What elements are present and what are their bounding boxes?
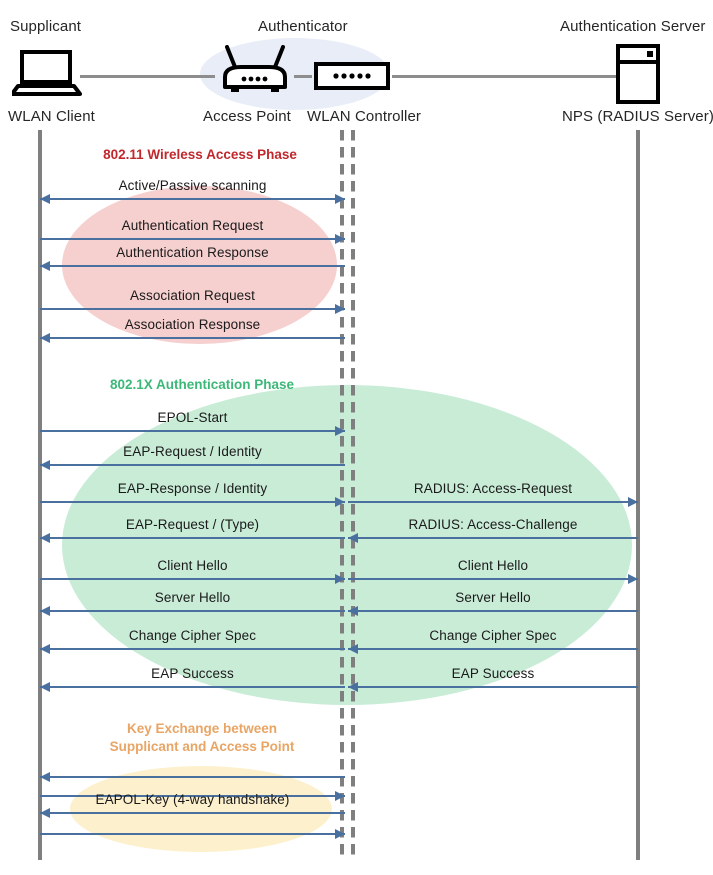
message-line: [40, 776, 345, 778]
message-line: [40, 686, 345, 688]
lifeline-authenticator-b: [351, 130, 355, 860]
message-label-right-1: RADIUS: Access-Challenge: [408, 517, 578, 532]
arrowhead-left: [348, 606, 358, 616]
message-label-left-10: Server Hello: [154, 590, 231, 605]
arrowhead-left: [348, 533, 358, 543]
message-label-right-4: Change Cipher Spec: [429, 628, 557, 643]
message-line: [348, 648, 638, 650]
message-label-left-7: EAP-Response / Identity: [117, 481, 268, 496]
message-line: [40, 238, 345, 240]
message-line: [348, 686, 638, 688]
arrowhead-left: [40, 333, 50, 343]
message-line: [40, 833, 345, 835]
message-line: [348, 501, 638, 503]
message-line: [348, 610, 638, 612]
phase-ellipse-8021x: [62, 385, 632, 705]
message-line: [40, 464, 345, 466]
wlan-controller-icon: [314, 62, 390, 95]
arrowhead-left: [40, 533, 50, 543]
message-label-right-0: RADIUS: Access-Request: [413, 481, 573, 496]
message-label-left-15: EAPOL-Key (4-way handshake): [95, 792, 290, 807]
message-label-left-11: Change Cipher Spec: [128, 628, 257, 643]
message-line: [40, 501, 345, 503]
phase-ellipse-key-exchange: [70, 766, 332, 852]
message-label-left-3: Association Request: [130, 288, 255, 303]
message-label-left-4: Association Response: [124, 317, 261, 332]
message-line: [40, 198, 345, 200]
node-label-access-point: Access Point: [203, 108, 291, 125]
role-label-supplicant: Supplicant: [10, 18, 82, 35]
arrowhead-right: [335, 194, 345, 204]
wire-ap-to-controller: [294, 75, 312, 78]
arrowhead-right: [628, 497, 638, 507]
node-label-nps: NPS (RADIUS Server): [562, 108, 713, 125]
phase-title-80211: 802.11 Wireless Access Phase: [103, 147, 297, 162]
arrowhead-left: [40, 682, 50, 692]
arrowhead-right: [335, 791, 345, 801]
node-label-wlan-controller: WLAN Controller: [307, 108, 422, 125]
message-label-left-12: EAP Success: [151, 666, 234, 681]
access-point-icon: [215, 45, 295, 102]
arrowhead-left: [348, 682, 358, 692]
arrowhead-left: [348, 644, 358, 654]
wire-controller-to-server: [392, 75, 617, 78]
node-label-wlan-client: WLAN Client: [8, 108, 95, 125]
message-label-right-2: Client Hello: [457, 558, 529, 573]
message-label-left-2: Authentication Response: [116, 245, 269, 260]
message-line: [40, 537, 345, 539]
arrowhead-left: [40, 194, 50, 204]
arrowhead-left: [40, 808, 50, 818]
message-label-right-5: EAP Success: [451, 666, 535, 681]
arrowhead-right: [335, 829, 345, 839]
role-label-authenticator: Authenticator: [258, 18, 348, 35]
lifeline-authenticator-a: [340, 130, 344, 860]
server-icon: [616, 44, 660, 109]
arrowhead-left: [40, 644, 50, 654]
arrowhead-left: [40, 772, 50, 782]
message-line: [40, 578, 345, 580]
message-label-right-3: Server Hello: [455, 590, 531, 605]
arrowhead-right: [335, 497, 345, 507]
arrowhead-right: [335, 304, 345, 314]
message-label-left-0: Active/Passive scanning: [118, 178, 267, 193]
arrowhead-left: [40, 606, 50, 616]
arrowhead-right: [335, 426, 345, 436]
message-label-left-8: EAP-Request / (Type): [125, 517, 260, 532]
role-label-authentication-server: Authentication Server: [560, 18, 706, 35]
message-line: [40, 795, 345, 797]
lifeline-supplicant: [38, 130, 42, 860]
laptop-icon: [10, 50, 82, 101]
message-line: [40, 308, 345, 310]
arrowhead-right: [335, 574, 345, 584]
message-line: [348, 537, 638, 539]
arrowhead-left: [40, 460, 50, 470]
wire-client-to-ap: [80, 75, 215, 78]
message-line: [348, 578, 638, 580]
arrowhead-left: [40, 261, 50, 271]
message-line: [40, 610, 345, 612]
arrowhead-right: [335, 234, 345, 244]
message-line: [40, 265, 345, 267]
message-label-left-1: Authentication Request: [121, 218, 264, 233]
message-label-left-9: Client Hello: [157, 558, 228, 573]
arrowhead-right: [628, 574, 638, 584]
message-line: [40, 648, 345, 650]
phase-title-8021x: 802.1X Authentication Phase: [109, 377, 295, 392]
phase-title-key-exchange: Key Exchange between Supplicant and Acce…: [109, 721, 295, 755]
message-line: [40, 337, 345, 339]
message-label-left-5: EPOL-Start: [157, 410, 228, 425]
lifeline-authentication-server: [636, 130, 640, 860]
message-label-left-6: EAP-Request / Identity: [123, 444, 262, 459]
message-line: [40, 430, 345, 432]
message-line: [40, 812, 345, 814]
